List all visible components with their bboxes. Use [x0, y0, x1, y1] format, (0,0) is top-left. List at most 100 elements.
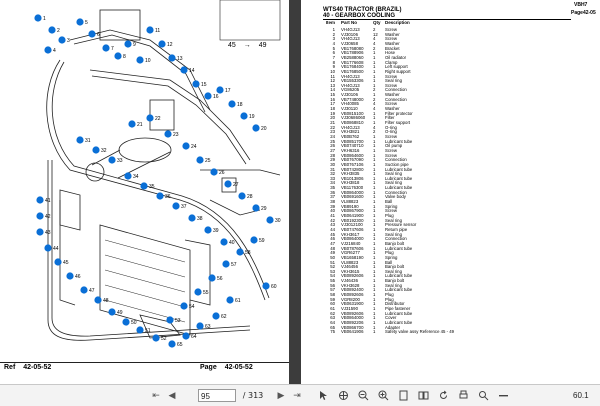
two-page-icon[interactable]	[418, 390, 429, 401]
search-icon[interactable]	[478, 390, 489, 401]
callout-marker[interactable]	[146, 114, 154, 122]
callout-marker[interactable]	[146, 26, 154, 34]
callout-marker[interactable]	[204, 226, 212, 234]
prev-page-icon[interactable]: ◀	[168, 391, 176, 401]
callout-marker[interactable]	[158, 40, 166, 48]
callout-marker[interactable]	[48, 26, 56, 34]
callout-marker[interactable]	[140, 182, 148, 190]
callout-marker[interactable]	[238, 192, 246, 200]
pan-tool-icon[interactable]	[338, 390, 349, 401]
callout-marker[interactable]	[222, 260, 230, 268]
callout-marker[interactable]	[182, 142, 190, 150]
cell-part-no: VB0747606	[341, 226, 364, 232]
page-parts-list: VBH7 WTS40 TRACTOR (BRAZIL) 40 - GEARBOX…	[301, 0, 600, 384]
callout-marker[interactable]	[136, 56, 144, 64]
callout-marker[interactable]	[172, 202, 180, 210]
callout-marker[interactable]	[34, 14, 42, 22]
zoom-in-icon[interactable]	[378, 390, 389, 401]
cell-description: Seal ring	[385, 171, 402, 177]
callout-marker[interactable]	[92, 146, 100, 154]
callout-marker[interactable]	[124, 40, 132, 48]
callout-marker[interactable]	[252, 204, 260, 212]
callout-marker[interactable]	[102, 44, 110, 52]
last-page-icon[interactable]: ⇥	[293, 391, 301, 401]
callout-marker[interactable]	[36, 212, 44, 220]
callout-marker[interactable]	[194, 288, 202, 296]
cell-description: Lubricant tube	[385, 138, 413, 144]
cell-item: 65	[330, 324, 335, 330]
callout-marker[interactable]	[136, 326, 144, 334]
callout-marker[interactable]	[152, 334, 160, 342]
callout-marker[interactable]	[128, 120, 136, 128]
callout-marker[interactable]	[204, 92, 212, 100]
cell-qty: 1	[373, 199, 376, 205]
callout-marker[interactable]	[228, 100, 236, 108]
callout-marker[interactable]	[36, 196, 44, 204]
callout-marker[interactable]	[196, 322, 204, 330]
callout-marker[interactable]	[236, 248, 244, 256]
callout-marker[interactable]	[156, 192, 164, 200]
callout-marker[interactable]	[168, 340, 176, 348]
callout-label: 15	[201, 82, 207, 88]
cell-qty: 1	[373, 157, 376, 163]
callout-marker[interactable]	[108, 308, 116, 316]
callout-marker[interactable]	[76, 18, 84, 26]
callout-marker[interactable]	[44, 244, 52, 252]
callout-marker[interactable]	[76, 136, 84, 144]
callout-marker[interactable]	[192, 80, 200, 88]
callout-marker[interactable]	[262, 282, 270, 290]
cell-part-no: VB0892606	[341, 273, 364, 279]
callout-marker[interactable]	[266, 216, 274, 224]
callout-marker[interactable]	[180, 302, 188, 310]
callout-marker[interactable]	[168, 54, 176, 62]
callout-marker[interactable]	[226, 296, 234, 304]
callout-marker[interactable]	[212, 312, 220, 320]
fit-page-icon[interactable]	[398, 390, 409, 401]
callout-marker[interactable]	[36, 228, 44, 236]
zoom-out-minus-icon[interactable]	[498, 390, 509, 401]
callout-marker[interactable]	[252, 124, 260, 132]
rotate-icon[interactable]	[438, 390, 449, 401]
callout-marker[interactable]	[220, 238, 228, 246]
cell-qty: 1	[373, 78, 376, 84]
callout-marker[interactable]	[182, 332, 190, 340]
callout-marker[interactable]	[188, 214, 196, 222]
callout-marker[interactable]	[94, 296, 102, 304]
callout-marker[interactable]	[166, 316, 174, 324]
cell-item: 19	[330, 110, 335, 116]
page-number-field[interactable]: 95	[198, 389, 236, 402]
print-icon[interactable]	[458, 390, 469, 401]
callout-marker[interactable]	[66, 272, 74, 280]
next-page-icon[interactable]: ▶	[277, 391, 285, 401]
callout-marker[interactable]	[114, 52, 122, 60]
callout-marker[interactable]	[216, 86, 224, 94]
callout-marker[interactable]	[224, 180, 232, 188]
callout-marker[interactable]	[196, 156, 204, 164]
zoom-level[interactable]: 60.1	[573, 391, 589, 400]
callout-label: 14	[189, 68, 195, 74]
callout-marker[interactable]	[180, 66, 188, 74]
callout-marker[interactable]	[88, 30, 96, 38]
first-page-icon[interactable]: ⇤	[152, 391, 160, 401]
callout-marker[interactable]	[58, 36, 66, 44]
callout-marker[interactable]	[44, 46, 52, 54]
cell-part-no: VH4GJ13	[341, 124, 360, 130]
callout-marker[interactable]	[210, 168, 218, 176]
callout-marker[interactable]	[164, 130, 172, 138]
cell-qty: 1	[373, 310, 376, 316]
cell-part-no: VB0740710	[341, 143, 364, 149]
callout-marker[interactable]	[80, 286, 88, 294]
zoom-out-icon[interactable]	[358, 390, 369, 401]
callout-marker[interactable]	[240, 112, 248, 120]
select-tool-icon[interactable]	[318, 390, 329, 401]
callout-marker[interactable]	[108, 156, 116, 164]
callout-marker[interactable]	[250, 236, 258, 244]
callout-marker[interactable]	[124, 172, 132, 180]
callout-marker[interactable]	[208, 274, 216, 282]
callout-marker[interactable]	[54, 258, 62, 266]
callout-marker[interactable]	[122, 318, 130, 326]
